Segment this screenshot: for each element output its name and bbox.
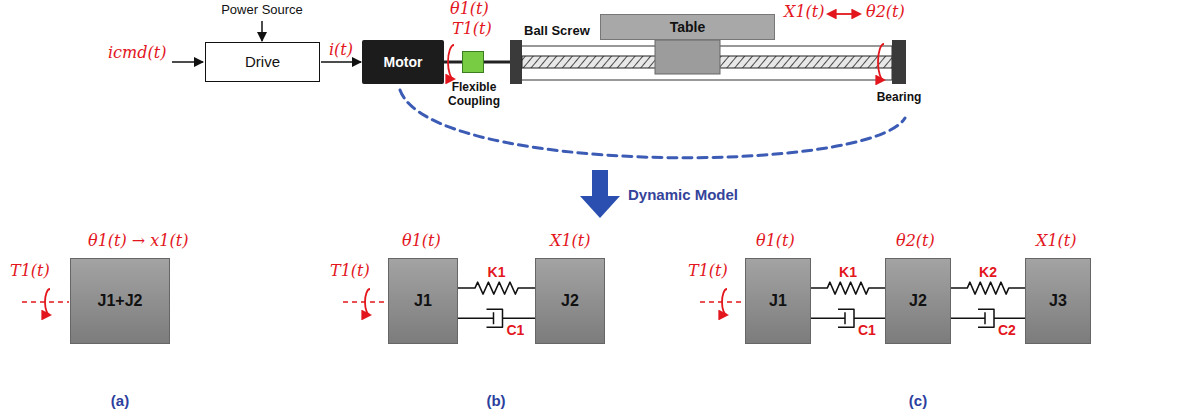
rotation-arrow	[878, 44, 884, 80]
signal-name: θ1(t)	[756, 232, 795, 250]
motor-box: Motor	[362, 40, 444, 84]
signal-name: T1(t)	[452, 20, 492, 38]
box-label: Motor	[384, 54, 423, 70]
drive-box: Drive	[205, 42, 320, 82]
arrow-caption: Dynamic Model	[628, 186, 738, 203]
edge-label: K1	[838, 264, 858, 280]
inertia-box: J3	[1025, 258, 1091, 344]
inertia-box: J1	[745, 258, 811, 344]
signal-name: icmd(t)	[108, 44, 166, 62]
signal-name: θ2(t)	[866, 3, 905, 21]
inertia-box: J2	[885, 258, 951, 344]
edge-label: K2	[978, 264, 998, 280]
edge-label: K1	[487, 264, 507, 280]
model-arrow	[580, 170, 620, 218]
source-label: Power Source	[221, 3, 303, 18]
torque-arrow	[45, 289, 50, 315]
ball-nut	[655, 40, 720, 74]
screw-shaft	[484, 61, 510, 64]
signal-name: T1(t)	[688, 262, 728, 280]
spring-symbol	[458, 282, 535, 294]
motor-shaft	[444, 61, 462, 64]
signal-name: θ1(t)	[450, 0, 489, 18]
box-label: J2	[561, 292, 579, 310]
motion-arrow	[828, 13, 860, 15]
bearing-block: Bearing	[892, 40, 906, 84]
signal-name: X1(t)	[1036, 232, 1076, 250]
signal-name: θ1(t) → x1(t)	[88, 232, 188, 250]
signal-name: T1(t)	[10, 262, 50, 280]
coupling-block: Flexible Coupling	[462, 51, 484, 73]
torque-arrow	[722, 289, 727, 315]
edge-label: C1	[506, 322, 526, 338]
signal-name: T1(t)	[330, 262, 370, 280]
inertia-box: J1+J2	[70, 258, 170, 344]
signal-arrow	[172, 61, 203, 63]
part-name: Ball Screw	[524, 24, 590, 39]
box-label: J1+J2	[98, 292, 143, 310]
inertia-box: J2	[535, 258, 605, 344]
part-name: Bearing	[869, 91, 929, 105]
signal-name: θ2(t)	[896, 232, 935, 250]
edge-label: i(t)	[329, 41, 353, 59]
box-label: Drive	[245, 53, 280, 70]
box-label: Table	[670, 19, 706, 35]
box-label: J1	[414, 292, 432, 310]
power-arrow	[261, 21, 263, 41]
spring-symbol	[951, 282, 1025, 294]
panel-label: (a)	[111, 392, 129, 409]
box-label: J2	[909, 292, 927, 310]
current-arrow	[321, 61, 361, 63]
panel-label: (b)	[486, 392, 505, 409]
signal-name: X1(t)	[550, 232, 590, 250]
signal-name: X1(t)	[784, 3, 824, 21]
edge-label: C2	[997, 322, 1017, 338]
spring-symbol	[811, 282, 885, 294]
box-label: J1	[769, 292, 787, 310]
edge-label: C1	[857, 322, 877, 338]
signal-name: θ1(t)	[402, 232, 441, 250]
bearing-block	[510, 40, 522, 84]
box-label: J3	[1049, 292, 1067, 310]
part-name: Flexible Coupling	[437, 81, 511, 109]
rotation-arrow	[448, 45, 454, 79]
torque-arrow	[365, 289, 370, 315]
table-plate: Table	[600, 14, 775, 40]
panel-label: (c)	[909, 392, 927, 409]
inertia-box: J1	[388, 258, 458, 344]
